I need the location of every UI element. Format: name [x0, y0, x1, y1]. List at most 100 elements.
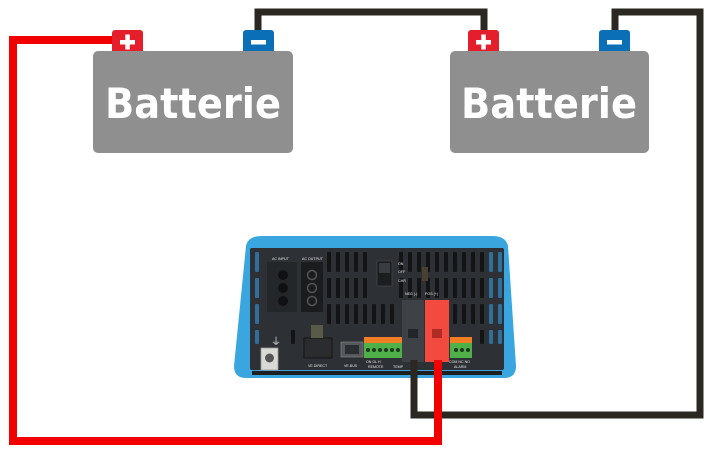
ac-input-pin [278, 296, 288, 306]
vent-slot [327, 252, 331, 272]
series-link-wire [254, 8, 488, 32]
vent-slot [291, 330, 295, 344]
inverter: AC INPUT AC OUTPUT ON OFF CHR NEG (-) PO… [234, 236, 516, 378]
remote-screw [384, 348, 388, 352]
vent-slot [444, 252, 448, 272]
vent-slot [480, 330, 484, 344]
vent-slot [453, 252, 457, 272]
neg-terminal-label: NEG (-) [405, 292, 417, 296]
positive-wire [9, 36, 442, 445]
ve-bus-label: VE.BUS [344, 364, 358, 368]
vent-slot [489, 304, 493, 324]
ve-direct-latch [311, 325, 323, 338]
ac-output-pin [306, 269, 318, 281]
vent-slot [426, 278, 430, 298]
vent-slot [354, 278, 358, 298]
ac-input-pin [278, 270, 288, 280]
alarm-screw [454, 348, 458, 352]
vent-slot [435, 252, 439, 272]
battery-body [450, 51, 649, 153]
ac-output-pin [306, 282, 318, 294]
vent-slot [399, 278, 403, 298]
ve-direct-label: VE.DIRECT [308, 364, 328, 368]
vent-slot [336, 304, 340, 324]
remote-screw [396, 348, 400, 352]
alarm-terminal-orange [450, 337, 472, 343]
alarm-screw [460, 348, 464, 352]
minus-icon [251, 40, 266, 45]
ground-screw [265, 353, 274, 363]
vent-slot [417, 278, 421, 298]
ac-output-pin [306, 295, 318, 307]
vent-slot [255, 278, 259, 298]
vent-slot [336, 252, 340, 272]
battery-label: Batterie [105, 79, 281, 128]
vent-slot [498, 278, 502, 298]
vent-slot [498, 330, 502, 344]
remote-temp-terminal-orange [364, 337, 402, 343]
battery-body [93, 51, 293, 153]
vent-slot [363, 304, 367, 324]
negative-wire [410, 8, 704, 419]
vent-slot [453, 278, 457, 298]
vent-slot [435, 278, 439, 298]
minus-icon [607, 40, 622, 45]
remote-screw [372, 348, 376, 352]
remote-screw [366, 348, 370, 352]
remote-screw [390, 348, 394, 352]
vent-slot [498, 252, 502, 272]
negative-connector-window [408, 329, 418, 338]
vent-slot [462, 252, 466, 272]
ve-direct-port [303, 337, 333, 359]
battery-1: Batterie [93, 30, 293, 153]
ve-bus-socket [345, 345, 359, 354]
ground-symbol-icon: ⏚ [271, 336, 281, 348]
vent-slot [255, 304, 259, 324]
vent-slot [390, 304, 394, 324]
vent-slot [462, 278, 466, 298]
vent-slot [462, 304, 466, 324]
switch-charger-label: CHR [398, 279, 406, 283]
battery-label: Batterie [461, 79, 637, 128]
ventilation-grille [255, 252, 502, 344]
ac-input-label: AC INPUT [272, 257, 290, 261]
vent-slot [444, 278, 448, 298]
vent-slot [372, 304, 376, 324]
vent-slot [327, 278, 331, 298]
vent-slot [363, 252, 367, 272]
alarm-pins-label: COM NC NO [449, 360, 470, 364]
positive-connector-window [432, 329, 442, 338]
vent-slot [471, 252, 475, 272]
vent-slot [480, 278, 484, 298]
vent-slot [498, 304, 502, 324]
vent-slot [453, 304, 457, 324]
alarm-screw [466, 348, 470, 352]
vent-slot [336, 278, 340, 298]
vent-slot [471, 304, 475, 324]
battery-2: Batterie [450, 30, 649, 153]
plus-icon-v [481, 34, 486, 50]
ac-input-pin [278, 283, 288, 293]
vent-slot [345, 278, 349, 298]
remote-screw [378, 348, 382, 352]
vent-slot [408, 252, 412, 272]
vent-slot [363, 278, 367, 298]
power-switch-rocker [379, 263, 390, 273]
vent-slot [489, 278, 493, 298]
vent-slot [399, 252, 403, 272]
vent-slot [354, 252, 358, 272]
vent-slot [480, 252, 484, 272]
vent-slot [471, 278, 475, 298]
temp-label: TEMP [393, 365, 404, 369]
plus-icon-v [125, 34, 130, 50]
ac-output-connector [301, 262, 323, 312]
alarm-label: ALARM [454, 365, 466, 369]
vent-slot [417, 252, 421, 272]
inverter-base-shadow [252, 371, 502, 375]
remote-temp-terminal [364, 343, 402, 358]
vent-slot [408, 278, 412, 298]
switch-on-label: ON [398, 262, 404, 266]
switch-off-label: OFF [398, 270, 406, 274]
ac-output-label: AC OUTPUT [302, 257, 324, 261]
